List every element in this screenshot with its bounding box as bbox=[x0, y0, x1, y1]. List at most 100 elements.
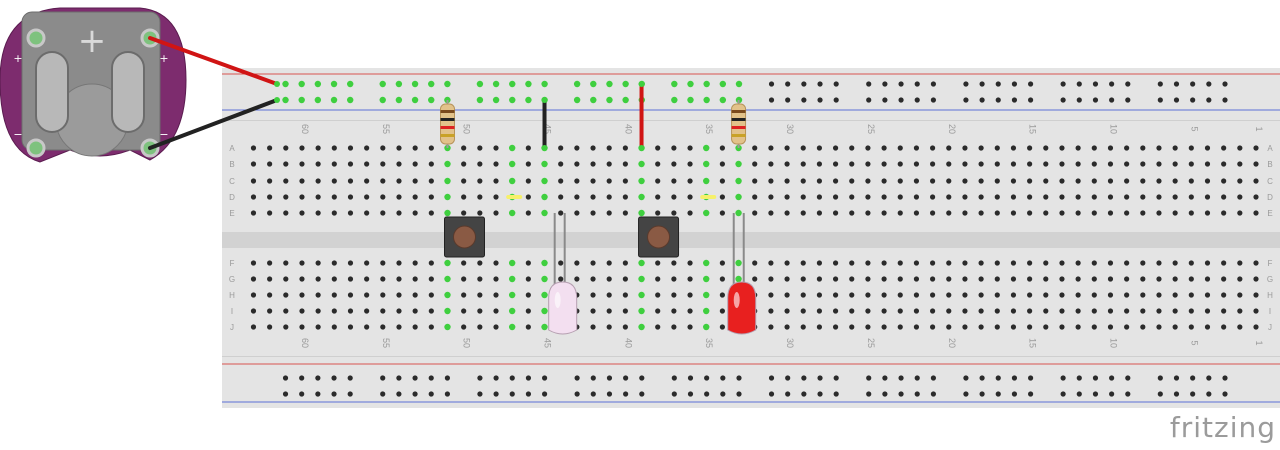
hole bbox=[493, 210, 499, 216]
hole bbox=[1109, 97, 1115, 103]
wire-end bbox=[274, 81, 280, 87]
hole bbox=[525, 308, 531, 314]
hole bbox=[477, 292, 483, 298]
hole bbox=[1059, 210, 1065, 216]
white-led-body bbox=[548, 281, 578, 335]
hole bbox=[785, 81, 791, 87]
hole bbox=[735, 177, 742, 185]
hole bbox=[1204, 178, 1211, 184]
hole bbox=[832, 260, 839, 266]
hole bbox=[461, 324, 467, 330]
hole bbox=[719, 324, 725, 330]
hole bbox=[622, 324, 628, 330]
hole bbox=[1043, 161, 1049, 167]
hole bbox=[719, 260, 725, 266]
hole bbox=[493, 178, 499, 184]
hole bbox=[590, 391, 596, 397]
row-letter: B bbox=[1267, 160, 1272, 169]
hole bbox=[1157, 391, 1163, 397]
hole bbox=[412, 375, 418, 381]
hole bbox=[299, 161, 305, 167]
hole bbox=[331, 178, 337, 184]
hole bbox=[1107, 210, 1114, 216]
column-number-top: 15 bbox=[1028, 124, 1038, 134]
hole bbox=[1221, 324, 1227, 330]
column-number-bottom: 55 bbox=[381, 338, 391, 348]
resistor-1-band bbox=[440, 134, 455, 137]
hole bbox=[816, 161, 823, 167]
hole bbox=[913, 324, 920, 330]
hole bbox=[1140, 178, 1146, 184]
hole bbox=[314, 80, 322, 88]
hole bbox=[623, 391, 629, 397]
hole bbox=[816, 276, 823, 282]
hole bbox=[380, 210, 386, 216]
hole bbox=[364, 178, 370, 184]
hole bbox=[832, 276, 839, 282]
hole bbox=[1075, 308, 1081, 314]
hole bbox=[590, 292, 596, 298]
hole bbox=[816, 324, 823, 330]
hole bbox=[380, 178, 386, 184]
hole bbox=[444, 177, 451, 185]
hole bbox=[622, 308, 628, 314]
hole bbox=[364, 308, 370, 314]
hole bbox=[994, 276, 1000, 282]
hole bbox=[1190, 81, 1196, 87]
hole bbox=[914, 391, 920, 397]
hole bbox=[978, 324, 984, 330]
hole bbox=[1027, 194, 1033, 200]
hole bbox=[364, 210, 370, 216]
hole bbox=[622, 260, 628, 266]
hole bbox=[396, 260, 402, 266]
hole bbox=[558, 210, 564, 216]
column-number-top: 20 bbox=[947, 124, 957, 134]
hole bbox=[428, 260, 434, 266]
hole bbox=[541, 160, 548, 168]
hole bbox=[1027, 178, 1033, 184]
hole bbox=[735, 160, 742, 168]
hole bbox=[946, 308, 952, 314]
hole bbox=[979, 81, 985, 87]
white-led-highlight bbox=[554, 292, 561, 308]
hole bbox=[994, 210, 1000, 216]
hole bbox=[1221, 308, 1227, 314]
hole bbox=[283, 210, 289, 216]
hole bbox=[590, 96, 597, 104]
hole bbox=[493, 324, 499, 330]
hole bbox=[364, 145, 370, 151]
hole bbox=[574, 276, 580, 282]
hole bbox=[1124, 276, 1130, 282]
red-led-highlight bbox=[733, 292, 740, 308]
hole bbox=[1059, 145, 1065, 151]
hole bbox=[817, 375, 823, 381]
hole bbox=[1092, 97, 1099, 103]
hole bbox=[768, 161, 774, 167]
hole bbox=[1140, 194, 1146, 200]
hole bbox=[1222, 375, 1228, 381]
hole bbox=[1091, 260, 1097, 266]
hole bbox=[671, 292, 677, 298]
hole bbox=[1204, 145, 1211, 151]
black-wire-battery bbox=[148, 98, 279, 150]
battery-holder: +++−− bbox=[0, 7, 187, 163]
hole bbox=[865, 194, 871, 200]
hole bbox=[558, 260, 564, 266]
hole bbox=[444, 160, 451, 168]
hole bbox=[1237, 210, 1243, 216]
hole bbox=[1043, 276, 1049, 282]
hole bbox=[508, 160, 516, 168]
hole bbox=[865, 161, 871, 167]
hole bbox=[930, 308, 936, 314]
hole bbox=[477, 145, 483, 151]
hole bbox=[1075, 260, 1081, 266]
hole bbox=[250, 276, 257, 282]
hole bbox=[1125, 391, 1131, 397]
hole bbox=[930, 276, 936, 282]
hole bbox=[606, 80, 613, 88]
hole bbox=[735, 275, 742, 283]
hole bbox=[687, 210, 693, 216]
hole bbox=[606, 276, 612, 282]
row-letter: B bbox=[229, 160, 234, 169]
hole bbox=[768, 97, 775, 103]
